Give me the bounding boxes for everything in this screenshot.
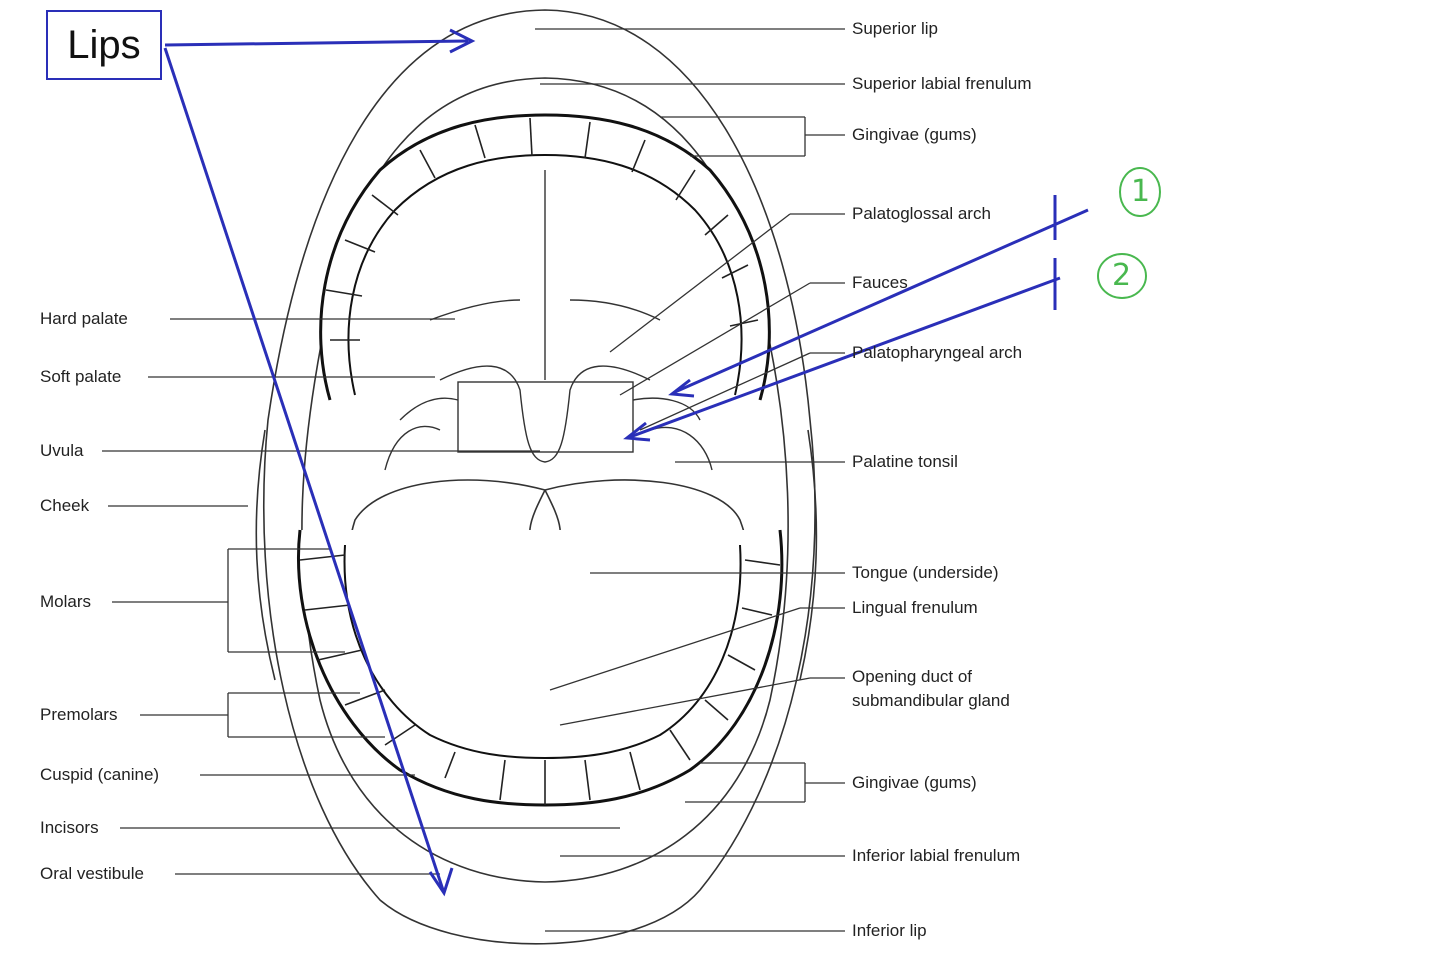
lips-label-box: Lips xyxy=(46,10,162,80)
marker-1-label: 1 xyxy=(1131,174,1151,209)
lower-teeth xyxy=(297,529,784,807)
label-inferior-labial-frenulum: Inferior labial frenulum xyxy=(852,846,1021,865)
label-gingivae-upper: Gingivae (gums) xyxy=(852,125,977,144)
label-inferior-lip: Inferior lip xyxy=(852,921,927,940)
marker-arrows xyxy=(623,195,1089,442)
label-incisors: Incisors xyxy=(40,818,99,837)
label-superior-lip: Superior lip xyxy=(852,19,938,38)
label-cheek: Cheek xyxy=(40,496,90,515)
label-molars: Molars xyxy=(40,592,92,611)
label-palatopharyngeal-arch: Palatopharyngeal arch xyxy=(852,343,1023,362)
label-oral-vestibule: Oral vestibule xyxy=(40,864,144,883)
label-palatine-tonsil: Palatine tonsil xyxy=(852,452,958,471)
palate-throat xyxy=(384,170,713,471)
marker-2-label: 2 xyxy=(1112,258,1132,293)
label-uvula: Uvula xyxy=(40,441,84,460)
label-gingivae-lower: Gingivae (gums) xyxy=(852,773,977,792)
label-soft-palate: Soft palate xyxy=(40,367,122,386)
lower-tooth-dividers xyxy=(299,554,781,805)
leader-lines xyxy=(102,28,845,932)
label-hard-palate: Hard palate xyxy=(40,309,128,328)
label-palatoglossal-arch: Palatoglossal arch xyxy=(852,204,991,223)
lips-arrows xyxy=(163,28,476,897)
label-fauces: Fauces xyxy=(852,273,908,292)
label-tongue-underside: Tongue (underside) xyxy=(852,563,999,582)
label-lingual-frenulum: Lingual frenulum xyxy=(852,598,978,617)
label-superior-labial-frenulum: Superior labial frenulum xyxy=(852,74,1032,93)
marker-circles xyxy=(1097,167,1161,299)
label-cuspid: Cuspid (canine) xyxy=(40,765,160,784)
label-premolars: Premolars xyxy=(40,705,118,724)
upper-tooth-dividers xyxy=(325,117,759,341)
label-opening-duct: Opening duct of submandibular gland xyxy=(852,667,1010,710)
